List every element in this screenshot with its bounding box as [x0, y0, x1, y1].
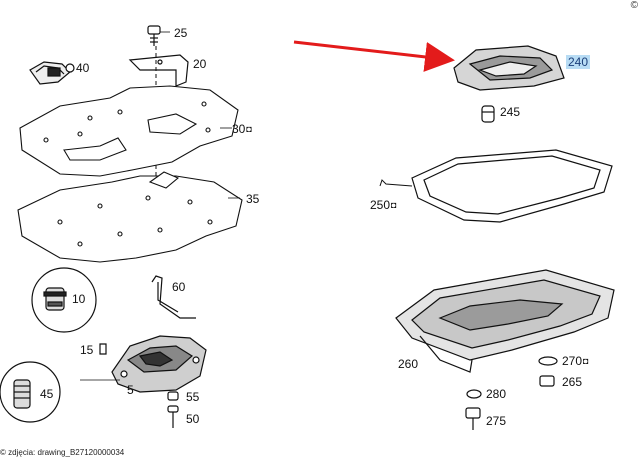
label-280: 280: [486, 387, 507, 401]
circle-detail-10-icon: [31, 267, 97, 333]
tube-60-icon: [151, 275, 196, 319]
clip-15-icon: [99, 343, 107, 355]
label-50: 50: [186, 412, 200, 426]
label-60: 60: [172, 280, 186, 294]
plug-265-icon: [539, 375, 555, 387]
label-265: 265: [562, 375, 583, 389]
circle-detail-45-icon: [0, 361, 61, 423]
label-25: 25: [174, 26, 188, 40]
bolt-275-icon: [465, 407, 481, 430]
label-275: 275: [486, 414, 507, 428]
washer-280-icon: [466, 389, 482, 399]
valve-body-5-icon: [111, 335, 207, 393]
label-270: 270◘: [562, 354, 589, 368]
label-245: 245: [500, 105, 521, 119]
label-15: 15: [80, 343, 94, 357]
label-250: 250◘: [370, 198, 397, 212]
plate-35-icon: [17, 171, 243, 263]
label-45: 45: [40, 387, 54, 401]
bracket-20-icon: [128, 54, 189, 87]
bolt-50-icon: [167, 405, 179, 428]
label-240: 240: [566, 55, 591, 69]
oil-pan-260-icon: [395, 269, 615, 373]
label-35: 35: [246, 192, 260, 206]
label-30: 30◘: [232, 122, 252, 136]
filter-240-icon: [453, 45, 565, 91]
label-40: 40: [76, 61, 90, 75]
gasket-30-icon: [19, 85, 239, 177]
corner-mark: ©: [630, 0, 638, 11]
seal-245-icon: [481, 105, 495, 123]
bolt-55-icon: [167, 391, 179, 401]
label-260: 260: [398, 357, 419, 371]
washer-270-icon: [538, 356, 558, 366]
label-10: 10: [72, 292, 86, 306]
label-20: 20: [193, 57, 207, 71]
pan-gasket-250-icon: [411, 149, 613, 223]
label-5: 5: [127, 383, 134, 397]
screw-25-icon: [147, 25, 161, 46]
connector-40-icon: [29, 61, 75, 85]
photo-caption: © zdjęcia: drawing_B27120000034: [0, 448, 125, 457]
label-55: 55: [186, 390, 200, 404]
